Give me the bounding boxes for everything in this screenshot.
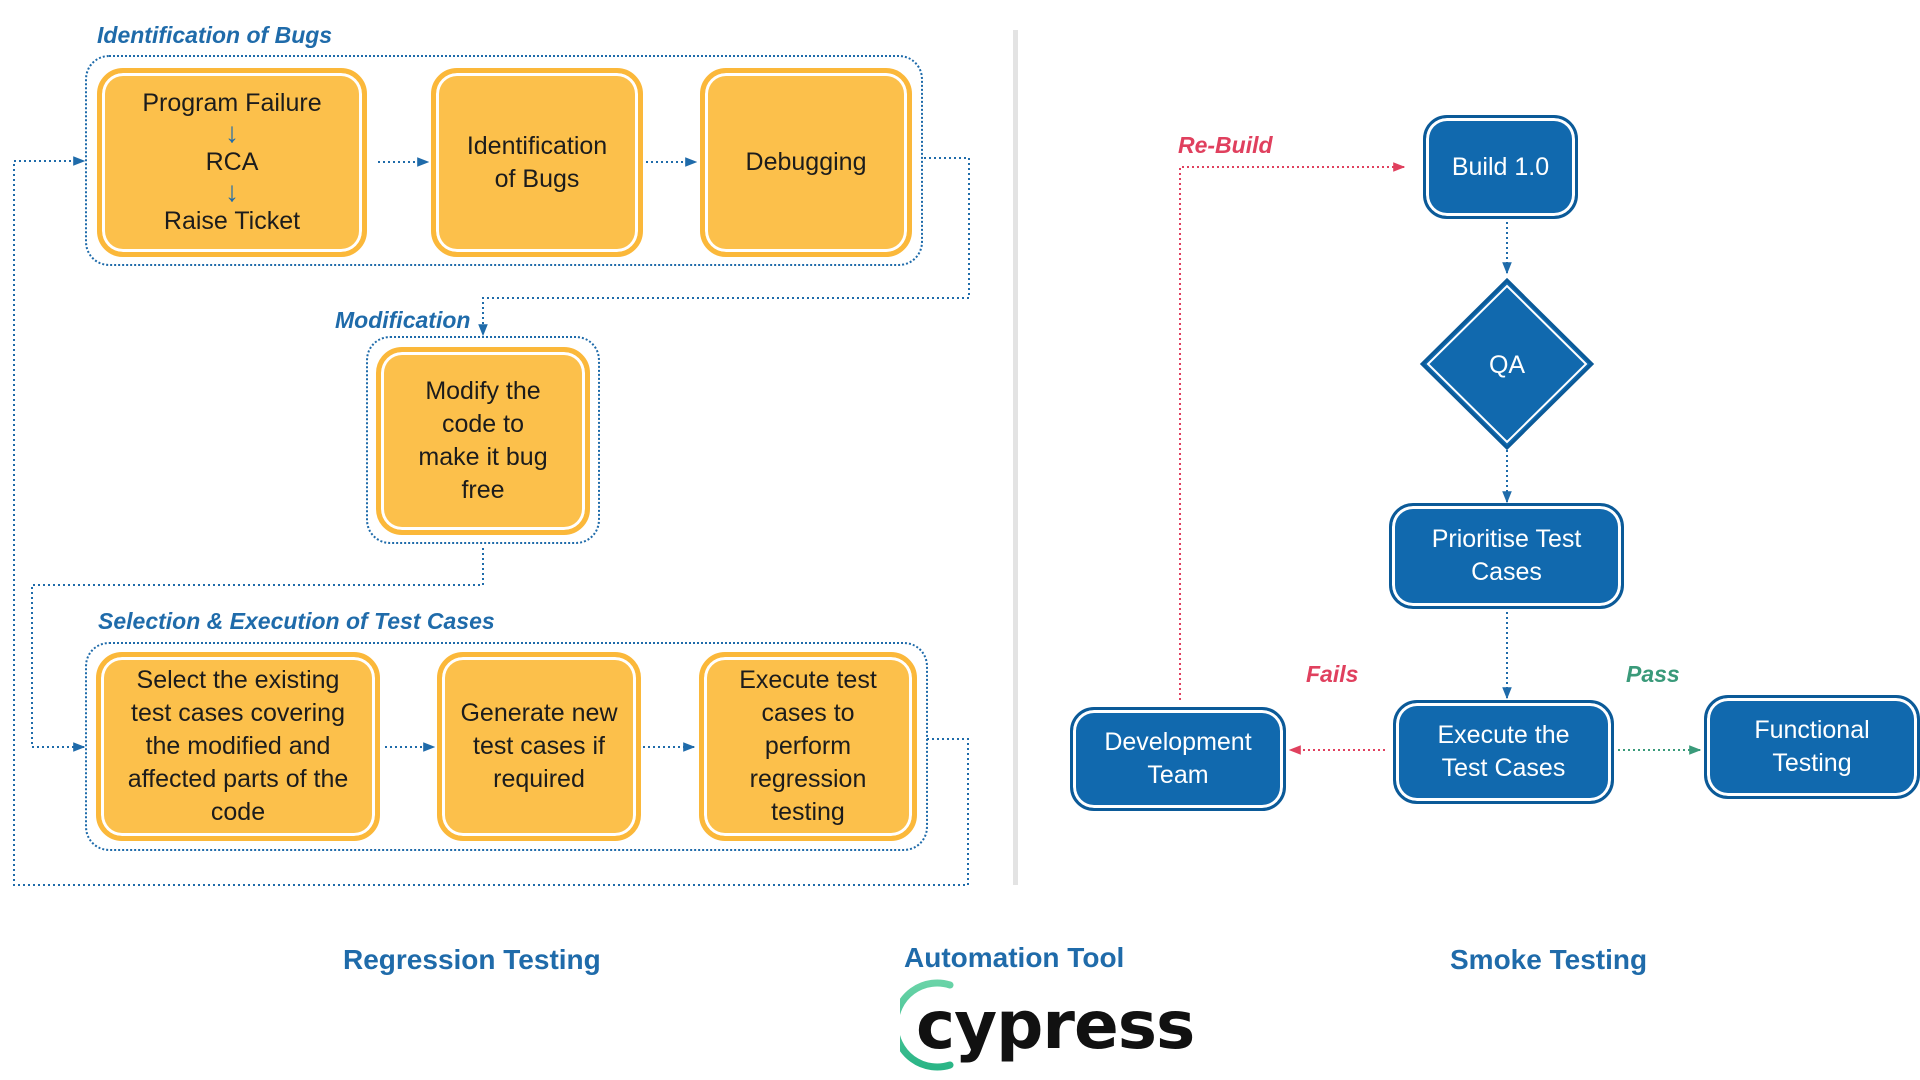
prioritise-text: Prioritise Test Cases [1431, 525, 1582, 586]
group-selection-execution [85, 642, 928, 851]
automation-tool-caption: Automation Tool [904, 942, 1125, 973]
down-arrow-icon: ↓ [225, 117, 239, 148]
box-execute-regression: Execute test cases to perform regression… [699, 652, 917, 841]
box-execute-test-cases: Execute the Test Cases [1393, 700, 1614, 804]
box-modify-code: Modify the code to make it bug free [376, 347, 590, 535]
rca-text: RCA [205, 148, 259, 176]
execute-regression-text: Execute test cases to perform regression… [739, 666, 877, 826]
build-text: Build 1.0 [1451, 152, 1550, 181]
debugging-text: Debugging [745, 148, 867, 176]
arrow-debugging-to-modification [478, 157, 970, 337]
qa-diamond-inner-border [1426, 284, 1588, 444]
identification-text: Identification of Bugs [466, 131, 608, 193]
cypress-logo-text: cypress [916, 986, 1195, 1064]
development-team-text: Development Team [1104, 728, 1252, 789]
execute-smoke-text: Execute the Test Cases [1437, 721, 1570, 782]
box-debugging: Debugging [700, 68, 912, 257]
box-qa-label: QA [1457, 345, 1557, 385]
arrow-execute-loop-back [13, 156, 969, 886]
group-modification [366, 336, 600, 544]
fails-label: Fails [1306, 661, 1359, 687]
program-failure-text: Program Failure [142, 89, 322, 117]
generate-text: Generate new test cases if required [460, 699, 618, 793]
rebuild-label: Re-Build [1178, 132, 1273, 158]
arrow-rebuild [1179, 162, 1406, 700]
group-modification-label: Modification [335, 307, 471, 333]
box-build: Build 1.0 [1423, 115, 1578, 219]
box-identification-of-bugs: Identification of Bugs [431, 68, 643, 257]
box-select-test-cases: Select the existing test cases covering … [96, 652, 380, 841]
box-functional-testing: Functional Testing [1704, 695, 1920, 799]
regression-testing-caption: Regression Testing [343, 944, 601, 975]
box-development-team: Development Team [1070, 707, 1286, 811]
pass-label: Pass [1626, 661, 1680, 687]
section-divider [1013, 30, 1018, 885]
qa-text: QA [1488, 350, 1526, 379]
group-identification-label: Identification of Bugs [97, 22, 333, 48]
box-program-failure-rca-ticket: Program Failure ↓ RCA ↓ Raise Ticket [97, 68, 367, 257]
select-text: Select the existing test cases covering … [127, 666, 349, 826]
box-prioritise-test-cases: Prioritise Test Cases [1389, 503, 1624, 609]
group-identification-of-bugs [85, 55, 923, 266]
smoke-testing-caption: Smoke Testing [1450, 944, 1648, 975]
group-selection-label: Selection & Execution of Test Cases [98, 608, 495, 634]
qa-diamond [1419, 277, 1595, 451]
down-arrow-icon: ↓ [225, 176, 239, 207]
modify-text: Modify the code to make it bug free [418, 377, 548, 504]
functional-testing-text: Functional Testing [1754, 716, 1870, 777]
box-generate-test-cases: Generate new test cases if required [437, 652, 641, 841]
raise-ticket-text: Raise Ticket [163, 207, 301, 235]
cypress-logo: cypress [900, 970, 1195, 1080]
cypress-logo-arc-icon [900, 979, 954, 1071]
